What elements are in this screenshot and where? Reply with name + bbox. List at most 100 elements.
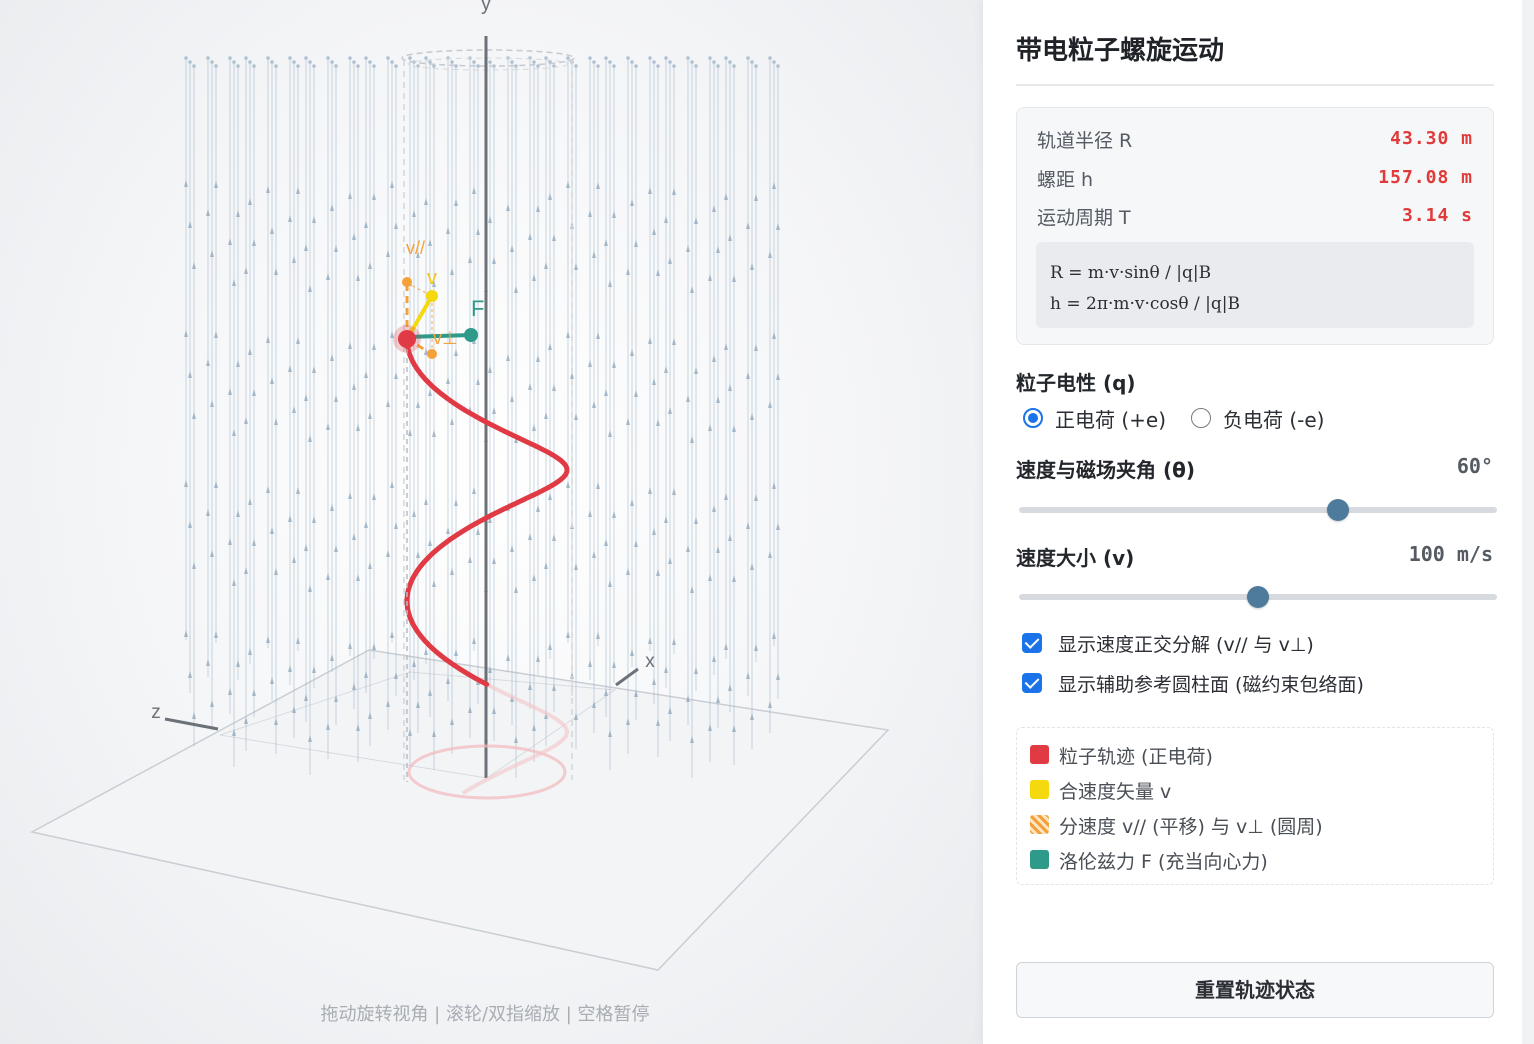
angle-label: 速度与磁场夹角 (θ) (1016, 458, 1195, 482)
radio-positive-dot[interactable] (1023, 408, 1043, 428)
field-arrowhead (248, 648, 252, 655)
field-arrowhead (214, 181, 218, 188)
radio-negative-label[interactable]: 负电荷 (-e) (1223, 408, 1325, 432)
field-arrowhead (296, 187, 300, 194)
field-arrowhead (424, 648, 428, 655)
field-arrowhead (588, 360, 592, 367)
field-arrowhead (424, 348, 428, 355)
field-arrowhead (450, 568, 454, 575)
field-arrowhead (768, 701, 772, 708)
scene-canvas[interactable]: y x z v// v v⊥ F (0, 0, 982, 1044)
field-line-top-dot (652, 60, 656, 64)
field-line-top-dot (574, 64, 578, 68)
field-arrowhead (248, 198, 252, 205)
field-arrowhead (292, 256, 296, 263)
field-arrowhead (432, 280, 436, 287)
checkbox-cylinder-box[interactable] (1022, 673, 1042, 693)
field-arrowhead (716, 546, 720, 553)
field-line-top-dot (188, 60, 192, 64)
field-line-top-dot (566, 56, 570, 60)
field-line-top-dot (232, 60, 236, 64)
field-line-top-dot (532, 60, 536, 64)
field-arrowhead (266, 636, 270, 643)
legend-label-components: 分速度 v// (平移) 与 v⊥ (圆周) (1059, 816, 1323, 838)
field-arrowhead (686, 395, 690, 402)
field-arrowhead (686, 695, 690, 702)
field-arrowhead (746, 672, 750, 679)
field-arrowhead (312, 666, 316, 673)
field-arrowhead (750, 263, 754, 270)
field-arrowhead (532, 274, 536, 281)
field-line-top-dot (488, 60, 492, 64)
field-arrowhead (574, 413, 578, 420)
panel-scrollbar[interactable] (1522, 0, 1534, 1044)
field-arrowhead (552, 684, 556, 691)
field-arrowhead (352, 533, 356, 540)
checkbox-decompose-box[interactable] (1022, 633, 1042, 653)
stat-pitch-value: 157.08 m (1378, 167, 1473, 188)
field-arrowhead (750, 563, 754, 570)
field-line-top-dot (386, 56, 390, 60)
field-arrowhead (536, 205, 540, 212)
field-arrowhead (732, 275, 736, 282)
cylinder-top-rim-inner (407, 57, 569, 71)
field-arrowhead (548, 493, 552, 500)
field-arrowhead (356, 724, 360, 731)
field-arrowhead (334, 395, 338, 402)
field-arrowhead (292, 406, 296, 413)
field-arrowhead (252, 239, 256, 246)
field-arrowhead (214, 331, 218, 338)
field-arrowhead (228, 688, 232, 695)
field-arrowhead (304, 544, 308, 551)
v-parallel-label: v// (406, 238, 425, 258)
field-arrowhead (252, 389, 256, 396)
field-arrowhead (634, 690, 638, 697)
angle-slider[interactable] (1019, 495, 1497, 525)
speed-slider[interactable] (1019, 582, 1497, 612)
field-line-top-dot (288, 56, 292, 60)
field-arrowhead (506, 354, 510, 361)
angle-slider-track[interactable] (1019, 507, 1497, 513)
field-arrowhead (352, 683, 356, 690)
field-arrowhead (750, 413, 754, 420)
field-arrowhead (428, 389, 432, 396)
field-arrowhead (210, 700, 214, 707)
field-arrowhead (724, 193, 728, 200)
field-arrowhead (772, 332, 776, 339)
3d-viewport[interactable]: y x z v// v v⊥ F 拖动旋转视角 | 滚轮/双指缩放 | 空格暂停 (0, 0, 982, 1044)
reset-button[interactable]: 重置轨迹状态 (1016, 962, 1494, 1018)
field-arrowhead (630, 349, 634, 356)
field-arrowhead (528, 683, 532, 690)
field-arrowhead (188, 521, 192, 528)
field-arrowhead (708, 724, 712, 731)
field-arrowhead (690, 586, 694, 593)
field-line-top-dot (768, 56, 772, 60)
field-arrowhead (394, 222, 398, 229)
angle-slider-thumb[interactable] (1326, 499, 1349, 521)
field-arrowhead (656, 269, 660, 276)
interaction-hint: 拖动旋转视角 | 滚轮/双指缩放 | 空格暂停 (320, 1004, 650, 1025)
field-arrowhead (536, 655, 540, 662)
speed-slider-thumb[interactable] (1247, 586, 1269, 608)
z-axis-line (164, 717, 219, 731)
field-arrowhead (728, 384, 732, 391)
field-arrowhead (274, 268, 278, 275)
field-arrowhead (446, 677, 450, 684)
checkbox-decompose-label[interactable]: 显示速度正交分解 (v// 与 v⊥) (1058, 634, 1314, 656)
field-arrowhead (596, 182, 600, 189)
field-arrowhead (308, 735, 312, 742)
radio-negative-dot[interactable] (1191, 408, 1211, 428)
field-arrowhead (188, 371, 192, 378)
field-line-top-dot (648, 56, 652, 60)
field-arrowhead (708, 274, 712, 281)
formula-radius: R = m·v·sinθ / |q|B (1050, 263, 1212, 283)
field-arrowhead (296, 487, 300, 494)
field-arrowhead (750, 713, 754, 720)
radio-positive-label[interactable]: 正电荷 (+e) (1055, 408, 1167, 432)
field-arrowhead (304, 394, 308, 401)
field-arrowhead (574, 563, 578, 570)
field-arrowhead (592, 251, 596, 258)
field-arrowhead (214, 631, 218, 638)
checkbox-cylinder-label[interactable]: 显示辅助参考圆柱面 (磁约束包络面) (1058, 674, 1364, 696)
field-line-top-dot (754, 64, 758, 68)
